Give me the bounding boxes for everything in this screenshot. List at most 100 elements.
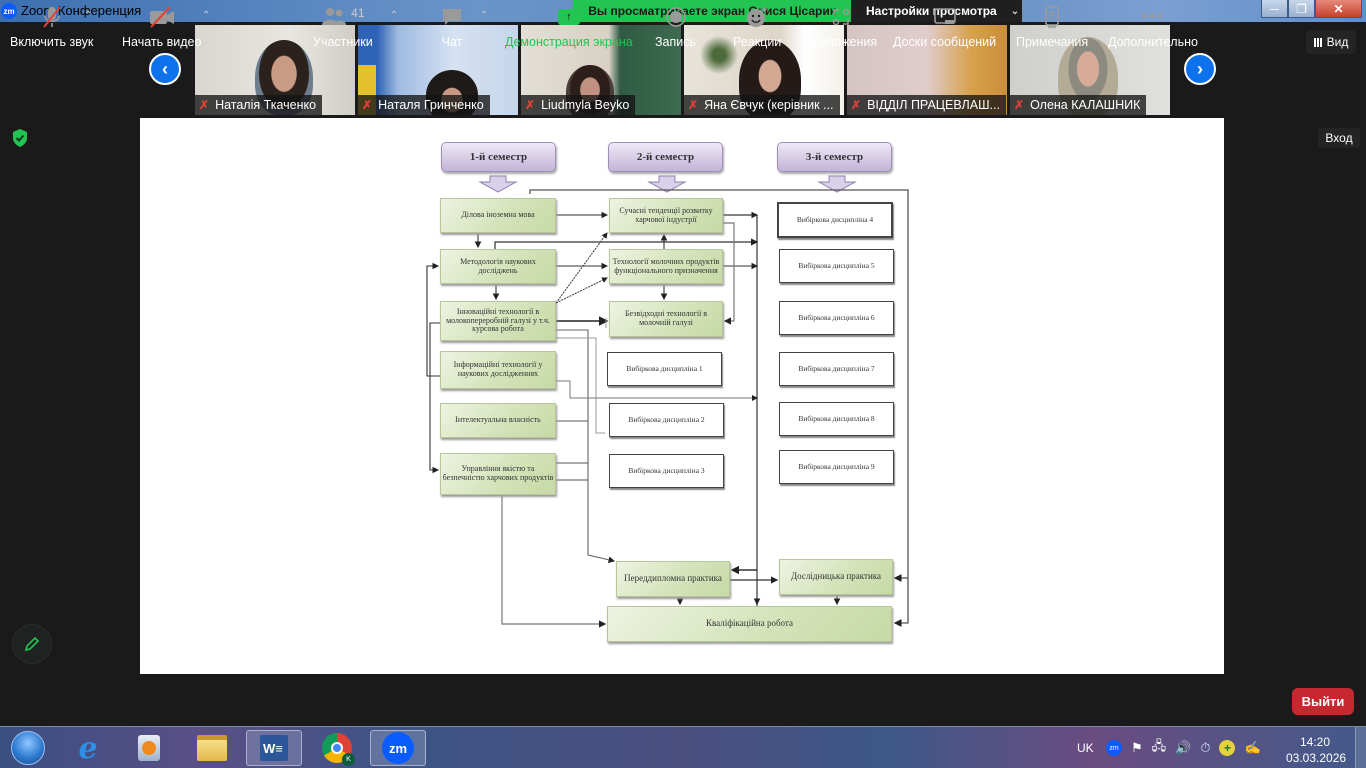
taskbar-media-player[interactable] bbox=[121, 730, 177, 766]
participant-tile[interactable]: ✗Наталя Гринченко bbox=[358, 25, 518, 115]
taskbar-chrome[interactable]: K bbox=[309, 730, 365, 766]
chat-button[interactable]: Чат bbox=[441, 5, 463, 49]
language-indicator[interactable]: UK bbox=[1077, 727, 1094, 768]
gallery-next-button[interactable]: › bbox=[1184, 53, 1216, 85]
participant-tile[interactable]: ✗Наталія Ткаченко bbox=[195, 25, 355, 115]
participant-tile[interactable]: ✗ВІДДІЛ ПРАЦЕВЛАШ... bbox=[847, 25, 1007, 115]
course-box: Управління якістю та безпечністю харчови… bbox=[440, 453, 556, 495]
record-button[interactable]: Запись bbox=[655, 5, 696, 49]
elective-box: Вибіркова дисципліна 4 bbox=[777, 202, 893, 238]
leave-meeting-button[interactable]: Выйти bbox=[1292, 688, 1354, 715]
more-label: Дополнительно bbox=[1108, 35, 1198, 49]
close-button[interactable]: ✕ bbox=[1315, 0, 1362, 18]
connector-line bbox=[501, 495, 607, 628]
notes-button[interactable]: Примечания bbox=[1016, 5, 1088, 49]
participants-label: Участники bbox=[313, 35, 373, 49]
more-button[interactable]: ••• Дополнительно bbox=[1108, 5, 1198, 49]
minimize-button[interactable]: ─ bbox=[1261, 0, 1288, 18]
wacom-pen-icon[interactable]: ✍ bbox=[1244, 740, 1261, 755]
reactions-button[interactable]: Реакции bbox=[733, 5, 781, 49]
unmute-button[interactable]: Включить звук bbox=[10, 5, 93, 49]
participant-tile[interactable]: ✗Liudmyla Beyko bbox=[521, 25, 681, 115]
participants-icon bbox=[322, 8, 347, 25]
taskbar-word[interactable]: W≡ bbox=[246, 730, 302, 766]
close-icon: ✕ bbox=[1333, 1, 1344, 16]
audio-options-caret-icon[interactable]: ⌃ bbox=[84, 10, 93, 21]
login-button[interactable]: Вход bbox=[1318, 128, 1360, 148]
clock-time: 14:20 bbox=[1299, 735, 1331, 749]
semester-2-header: 2-й семестр bbox=[608, 142, 723, 172]
participant-tile[interactable]: ✗Олена КАЛАШНИК bbox=[1010, 25, 1170, 115]
apps-button[interactable]: Приложения bbox=[804, 5, 877, 49]
taskbar-internet-explorer[interactable]: e bbox=[60, 730, 116, 766]
windows-logo-icon bbox=[11, 731, 45, 765]
folder-icon bbox=[197, 735, 227, 761]
semester-arrow-icon bbox=[647, 175, 687, 193]
show-desktop-button[interactable] bbox=[1355, 727, 1366, 768]
annotate-button[interactable] bbox=[12, 624, 52, 664]
participant-name-tag: ✗Liudmyla Beyko bbox=[521, 95, 636, 115]
grid-view-icon bbox=[1313, 37, 1323, 47]
connector-line bbox=[529, 189, 909, 627]
view-settings-dropdown[interactable]: Настройки просмотра ⌄ bbox=[851, 0, 1022, 22]
semester-3-header: 3-й семестр bbox=[777, 142, 892, 172]
diagram-connectors bbox=[426, 175, 909, 628]
reactions-label: Реакции bbox=[733, 35, 782, 49]
participants-options-caret-icon[interactable]: ⌃ bbox=[390, 10, 399, 21]
research-practice-box: Дослідницька практика bbox=[779, 559, 893, 595]
start-video-button[interactable]: Начать видео bbox=[122, 5, 201, 49]
connector-line bbox=[556, 329, 616, 563]
share-screen-button[interactable]: ↑ Демонстрация экрана bbox=[505, 5, 633, 49]
word-icon: W≡ bbox=[260, 735, 288, 761]
action-center-flag-icon[interactable]: ⚑ bbox=[1131, 740, 1143, 755]
participant-name: Liudmyla Beyko bbox=[541, 98, 630, 112]
participant-name-tag: ✗Наталія Ткаченко bbox=[195, 95, 323, 115]
gallery-prev-button[interactable]: ‹ bbox=[149, 53, 181, 85]
share-screen-icon: ↑ bbox=[557, 9, 580, 25]
maximize-button[interactable]: ❐ bbox=[1288, 0, 1315, 18]
record-label: Запись bbox=[655, 35, 697, 49]
unmute-label: Включить звук bbox=[10, 35, 94, 49]
chat-options-caret-icon[interactable]: ⌃ bbox=[480, 10, 489, 21]
chevron-left-icon: ‹ bbox=[162, 58, 168, 79]
connector-line bbox=[556, 380, 758, 401]
elective-box: Вибіркова дисципліна 2 bbox=[609, 403, 724, 437]
zoom-tray-icon[interactable]: zm bbox=[1106, 740, 1122, 756]
add-app-tray-icon[interactable]: + bbox=[1219, 740, 1236, 756]
video-options-caret-icon[interactable]: ⌃ bbox=[202, 10, 211, 21]
camera-off-icon bbox=[149, 6, 174, 28]
taskbar-zoom[interactable]: zm bbox=[370, 730, 426, 766]
network-icon[interactable]: 🖧 bbox=[1151, 738, 1167, 753]
participants-button[interactable]: 41 Участники bbox=[313, 5, 373, 49]
elective-box: Вибіркова дисципліна 5 bbox=[779, 249, 894, 283]
start-button[interactable] bbox=[0, 730, 56, 766]
share-screen-label: Демонстрация экрана bbox=[505, 35, 633, 49]
mic-muted-icon: ✗ bbox=[851, 98, 862, 112]
chat-bubble-icon bbox=[443, 9, 461, 25]
connector-line bbox=[555, 232, 608, 304]
course-box: Ділова іноземна мова bbox=[440, 198, 556, 233]
participant-tile[interactable]: ✗Яна Євчук (керівник ... bbox=[684, 25, 844, 115]
record-icon bbox=[665, 7, 686, 27]
system-clock[interactable]: 14:20 03.03.2026 bbox=[1286, 734, 1346, 766]
notes-label: Примечания bbox=[1016, 35, 1089, 49]
language-code: UK bbox=[1077, 741, 1094, 755]
sync-clock-icon[interactable]: ⏱ bbox=[1200, 740, 1211, 755]
zoom-icon: zm bbox=[382, 732, 414, 764]
view-button[interactable]: Вид bbox=[1306, 30, 1356, 54]
notes-icon bbox=[1045, 6, 1059, 28]
course-box: Технології молочних продуктів функціонал… bbox=[609, 249, 723, 284]
meeting-toolbar bbox=[0, 675, 1366, 725]
connector-line bbox=[723, 222, 735, 325]
connector-line bbox=[556, 337, 605, 434]
taskbar-file-explorer[interactable] bbox=[184, 730, 240, 766]
chrome-icon: K bbox=[322, 733, 355, 766]
elective-box: Вибіркова дисципліна 9 bbox=[779, 450, 894, 484]
elective-box: Вибіркова дисципліна 8 bbox=[779, 402, 894, 436]
whiteboards-label: Доски сообщений bbox=[893, 35, 997, 49]
whiteboards-button[interactable]: Доски сообщений bbox=[893, 5, 996, 49]
connector-line bbox=[429, 322, 440, 474]
media-player-icon bbox=[138, 735, 160, 761]
security-shield-icon[interactable] bbox=[11, 128, 29, 148]
volume-icon[interactable]: 🔊 bbox=[1175, 740, 1192, 755]
